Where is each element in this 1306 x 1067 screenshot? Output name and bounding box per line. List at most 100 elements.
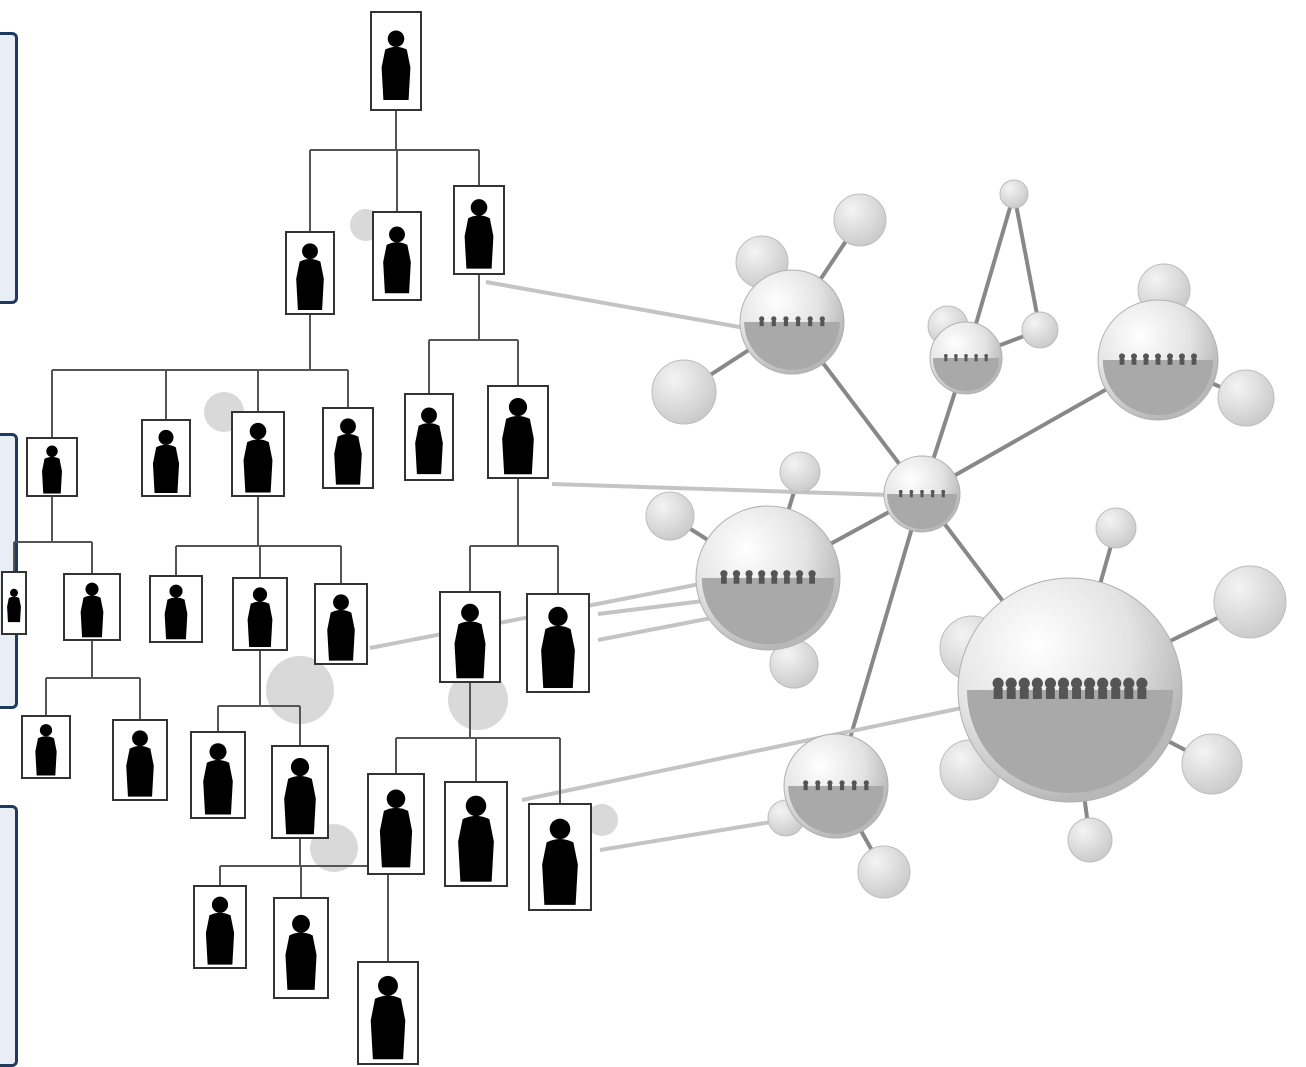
- person-dot-icon: [803, 780, 809, 786]
- person-dot-icon: [1119, 353, 1125, 360]
- person-dot-icon: [819, 316, 825, 322]
- person-dot-icon: [1123, 677, 1135, 689]
- org-chart-lines: [13, 110, 561, 962]
- person-box: [231, 411, 285, 497]
- person-dot-icon: [1097, 677, 1109, 689]
- person-box: [1, 571, 27, 635]
- satellite-node: [651, 359, 717, 425]
- bridge-link: [521, 698, 1001, 802]
- person-dot-icon: [795, 316, 801, 322]
- person-box: [63, 573, 121, 641]
- person-dot-icon: [839, 780, 845, 786]
- person-dot-icon: [815, 780, 821, 786]
- satellite-node: [779, 451, 821, 493]
- hub-node: [1097, 299, 1219, 421]
- person-box: [193, 885, 247, 969]
- person-dot-icon: [984, 354, 988, 358]
- side-panel-top: [0, 32, 18, 304]
- person-box: [26, 437, 78, 497]
- satellite-node: [1021, 311, 1059, 349]
- satellite-node: [857, 845, 911, 899]
- person-dot-icon: [759, 316, 765, 322]
- satellite-node: [999, 179, 1029, 209]
- person-dot-icon: [1005, 677, 1017, 689]
- person-dot-icon: [771, 316, 777, 322]
- person-dot-icon: [1084, 677, 1096, 689]
- person-box: [149, 575, 203, 643]
- org-chart-boxes: [1, 11, 592, 1065]
- person-box: [190, 731, 246, 819]
- person-dot-icon: [1136, 677, 1148, 689]
- person-box: [141, 419, 191, 497]
- person-box: [273, 897, 329, 999]
- person-dot-icon: [770, 570, 778, 578]
- person-dot-icon: [1167, 353, 1173, 360]
- person-box: [367, 773, 425, 875]
- satellite-node: [1213, 565, 1287, 639]
- person-dot-icon: [974, 354, 978, 358]
- person-box: [528, 803, 592, 911]
- person-dot-icon: [783, 570, 791, 578]
- person-dot-icon: [1179, 353, 1185, 360]
- person-dot-icon: [992, 677, 1004, 689]
- person-dot-icon: [783, 316, 789, 322]
- person-dot-icon: [1143, 353, 1149, 360]
- person-dot-icon: [827, 780, 833, 786]
- person-dot-icon: [807, 316, 813, 322]
- person-dot-icon: [1110, 677, 1122, 689]
- person-box: [21, 715, 71, 779]
- person-box: [453, 185, 505, 275]
- person-dot-icon: [964, 354, 968, 358]
- person-box: [271, 745, 329, 839]
- satellite-node: [1067, 817, 1113, 863]
- person-dot-icon: [758, 570, 766, 578]
- person-dot-icon: [920, 489, 924, 494]
- person-box: [526, 593, 590, 693]
- satellite-node: [1217, 369, 1275, 427]
- person-dot-icon: [795, 570, 804, 578]
- person-dot-icon: [898, 489, 903, 494]
- person-dot-icon: [930, 489, 935, 494]
- person-dot-icon: [1031, 677, 1043, 689]
- person-dot-icon: [909, 489, 914, 494]
- hub-node: [783, 733, 889, 839]
- person-box: [404, 393, 454, 481]
- satellite-node: [1095, 507, 1137, 549]
- shadow-blob: [448, 670, 508, 730]
- person-box: [357, 961, 419, 1065]
- person-box: [112, 719, 168, 801]
- hub-node: [883, 455, 961, 533]
- person-dot-icon: [745, 570, 753, 578]
- person-dot-icon: [1070, 677, 1083, 689]
- person-dot-icon: [941, 489, 946, 494]
- hub-node: [695, 505, 841, 651]
- person-box: [322, 407, 374, 489]
- person-dot-icon: [1018, 677, 1030, 689]
- hub-node: [739, 269, 845, 375]
- network-link: [1012, 193, 1042, 331]
- person-dot-icon: [1155, 353, 1161, 360]
- person-dot-icon: [863, 780, 869, 786]
- satellite-node: [1181, 733, 1243, 795]
- satellite-node: [833, 193, 887, 247]
- person-box: [487, 385, 549, 479]
- person-box: [314, 583, 368, 665]
- person-box: [285, 231, 335, 315]
- person-box: [444, 781, 508, 887]
- person-dot-icon: [720, 570, 728, 578]
- person-box: [232, 577, 288, 651]
- person-dot-icon: [808, 570, 816, 578]
- bridge-link: [551, 482, 921, 498]
- person-dot-icon: [944, 354, 948, 358]
- person-dot-icon: [1191, 353, 1197, 360]
- satellite-node: [645, 491, 695, 541]
- shadow-blob: [586, 804, 618, 836]
- hub-node: [929, 321, 1003, 395]
- person-dot-icon: [732, 570, 741, 578]
- person-box: [372, 211, 422, 301]
- person-dot-icon: [1057, 677, 1070, 689]
- person-dot-icon: [1131, 353, 1137, 360]
- person-dot-icon: [851, 780, 857, 786]
- background-shadows: [204, 209, 618, 872]
